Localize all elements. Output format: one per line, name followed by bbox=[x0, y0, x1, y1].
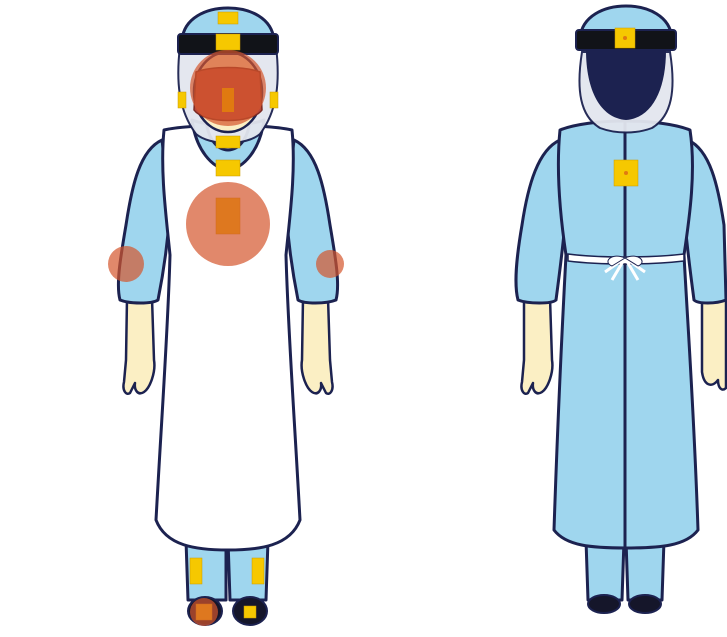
back-right-boot bbox=[629, 595, 661, 613]
back-left-hand bbox=[521, 298, 552, 394]
sensor-right-shin bbox=[190, 558, 202, 584]
sensor-forehead bbox=[218, 12, 238, 24]
sensor-back-upper-dot bbox=[624, 171, 628, 175]
hotspot-face-marker bbox=[222, 88, 234, 112]
sensor-left-ear bbox=[270, 92, 278, 108]
sensor-chin bbox=[216, 136, 240, 148]
sensor-left-shin bbox=[252, 558, 264, 584]
back-right-hand bbox=[702, 298, 726, 390]
sensor-neck bbox=[216, 160, 240, 176]
back-legs bbox=[586, 540, 664, 613]
sensor-headband bbox=[216, 34, 240, 50]
hotspot-left-elbow bbox=[316, 250, 344, 278]
sensor-right-ear bbox=[178, 92, 186, 108]
sensor-back-headband-dot bbox=[623, 36, 627, 40]
front-right-hand bbox=[123, 298, 154, 394]
back-figure bbox=[516, 6, 726, 613]
front-figure bbox=[108, 8, 344, 626]
hotspot-chest bbox=[186, 182, 270, 266]
hotspot-right-boot bbox=[190, 598, 218, 626]
back-left-boot bbox=[588, 595, 620, 613]
front-left-hand bbox=[302, 298, 333, 394]
sensor-left-boot bbox=[244, 606, 256, 618]
hotspot-right-elbow bbox=[108, 246, 144, 282]
